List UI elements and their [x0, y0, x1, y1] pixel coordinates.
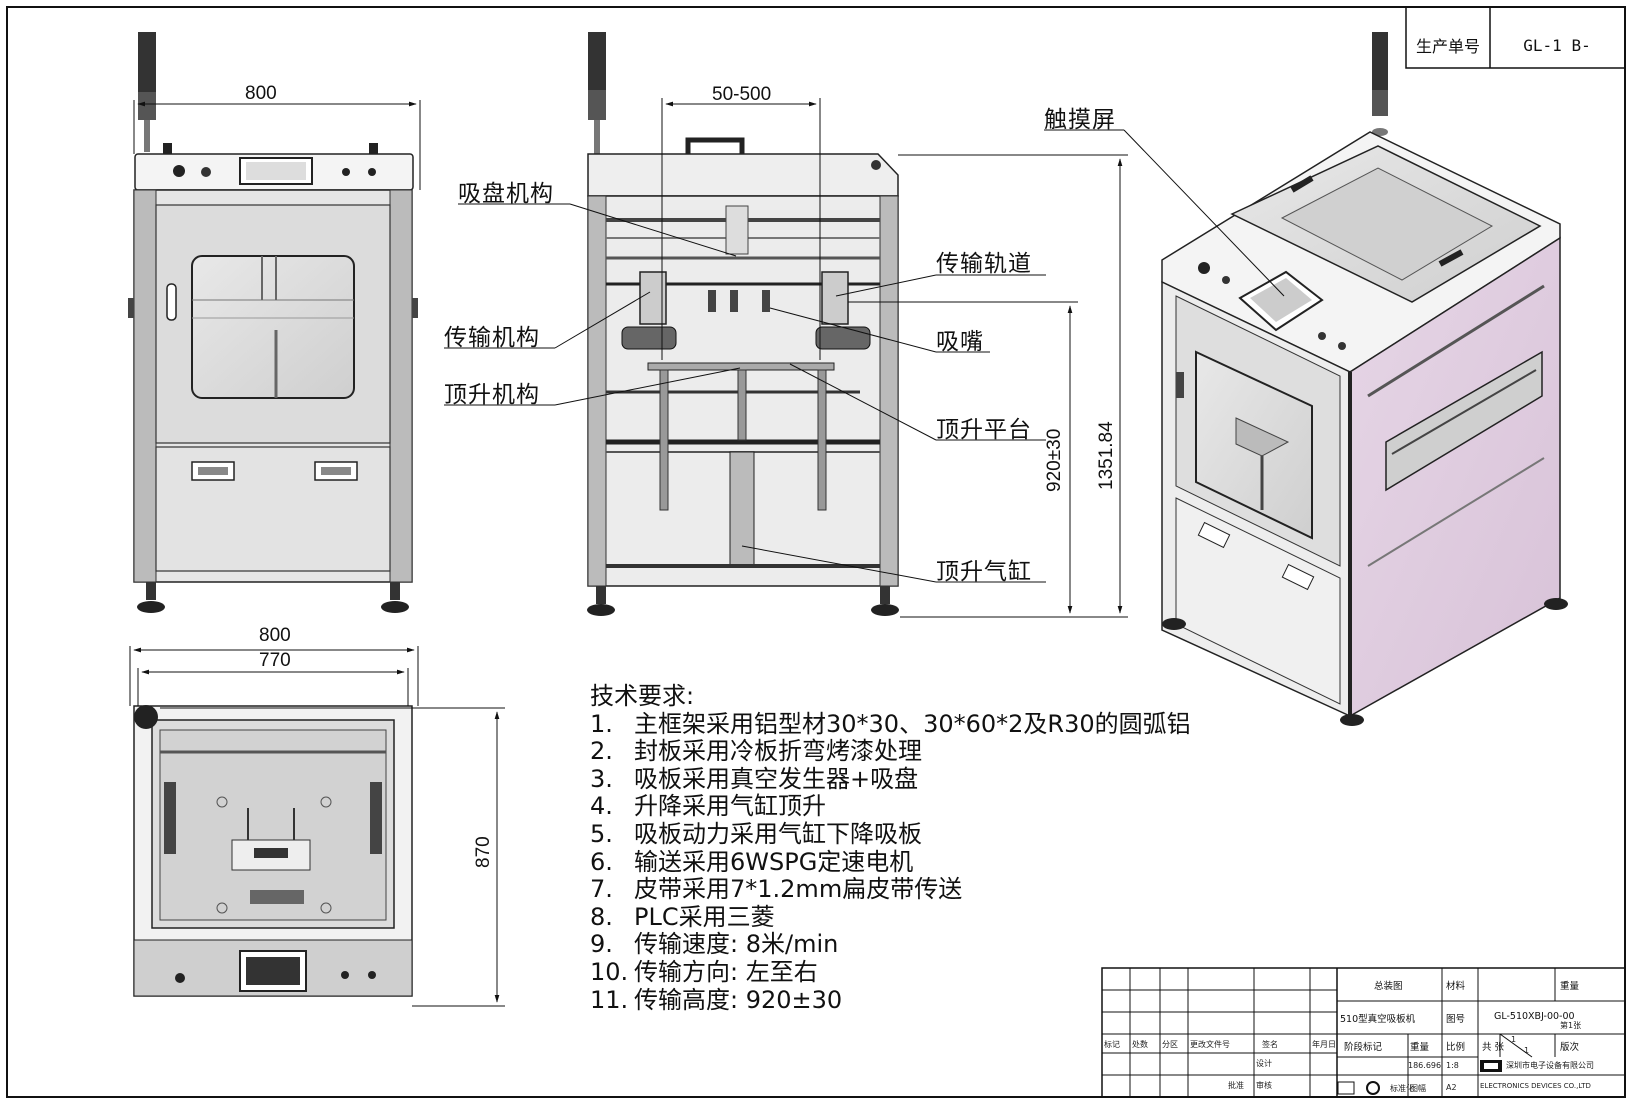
role-approve: 批准	[1228, 1081, 1244, 1090]
dim-top-depth: 870	[473, 836, 494, 868]
dim-top-outer: 800	[259, 625, 291, 646]
scale-label: 比例	[1446, 1042, 1466, 1053]
version-label: 版次	[1560, 1042, 1580, 1053]
note-item: 10.传输方向: 左至右	[590, 957, 818, 986]
dim-front-width: 800	[245, 83, 277, 104]
rev-header: 更改文件号	[1190, 1040, 1230, 1049]
material-label: 材料	[1446, 981, 1466, 992]
callout-lift-platform: 顶升平台	[936, 417, 1032, 443]
drawing-no: GL-510XBJ-00-00	[1494, 1011, 1575, 1022]
callout-touchscreen: 触摸屏	[1044, 107, 1116, 133]
dim-total-height: 1351.84	[1096, 421, 1117, 490]
note-item: 5.吸板动力采用气缸下降吸板	[590, 819, 922, 848]
note-item: 7.皮带采用7*1.2mm扁皮带传送	[590, 875, 963, 904]
note-item: 6.输送采用6WSPG定速电机	[590, 847, 914, 876]
drawing-name: 总装图	[1374, 981, 1403, 992]
product-name: 510型真空吸板机	[1340, 1014, 1416, 1025]
note-item: 4.升降采用气缸顶升	[590, 792, 826, 821]
rev-header: 标记	[1104, 1040, 1120, 1049]
sheet-size-label: 图幅	[1410, 1084, 1426, 1093]
role-design: 设计	[1256, 1059, 1272, 1068]
callout-lift-mechanism: 顶升机构	[444, 382, 540, 408]
note-item: 2.封板采用冷板折弯烤漆处理	[590, 737, 922, 766]
rev-header: 年月日	[1312, 1040, 1336, 1049]
company-en: ELECTRONICS DEVICES CO.,LTD	[1480, 1082, 1591, 1090]
drawing-no-label: 图号	[1446, 1014, 1466, 1025]
notes-heading: 技术要求:	[590, 682, 695, 710]
dim-side-span: 50-500	[712, 84, 772, 105]
scale-value: 1:8	[1446, 1061, 1459, 1070]
technical-requirements: 技术要求: 1.主框架采用铝型材30*30、30*60*2及R30的圆弧铝 2.…	[590, 682, 1191, 1014]
mass-label: 重量	[1410, 1042, 1430, 1053]
front-view	[128, 32, 421, 613]
production-number-label: 生产单号	[1415, 37, 1480, 56]
stage-label: 阶段标记	[1344, 1042, 1383, 1053]
sheet-count: 1	[1511, 1035, 1517, 1044]
rev-header: 签名	[1262, 1040, 1278, 1049]
rev-header: 分区	[1162, 1040, 1178, 1049]
dim-lift-height: 920±30	[1044, 428, 1065, 492]
sheet-size: A2	[1446, 1083, 1457, 1092]
callout-conveyor-rail: 传输轨道	[936, 251, 1032, 277]
note-item: 11.传输高度: 920±30	[590, 985, 843, 1014]
note-item: 8.PLC采用三菱	[590, 902, 775, 931]
production-number-box	[1405, 6, 1626, 69]
top-view	[129, 646, 505, 1007]
callout-nozzle: 吸嘴	[936, 329, 984, 355]
first-angle: 第1张	[1560, 1021, 1582, 1030]
reviewer-label: 标准化	[1390, 1084, 1414, 1093]
title-block-grid	[1101, 967, 1626, 1098]
weight-label: 重量	[1560, 981, 1580, 992]
note-item: 3.吸板采用真空发生器+吸盘	[590, 764, 919, 793]
role-review: 审核	[1256, 1081, 1272, 1090]
dim-top-inner: 770	[259, 650, 291, 671]
mass-value: 186.696	[1408, 1061, 1442, 1070]
note-item: 1.主框架采用铝型材30*30、30*60*2及R30的圆弧铝	[590, 709, 1191, 738]
company-cn: 深圳市电子设备有限公司	[1506, 1061, 1594, 1070]
total-label: 共 张	[1482, 1042, 1505, 1053]
side-view	[444, 32, 1128, 618]
isometric-view	[1044, 32, 1568, 726]
production-number-value: GL-1 B-	[1523, 35, 1591, 55]
sheet-border	[6, 6, 1626, 1098]
callout-transfer-mechanism: 传输机构	[444, 325, 540, 351]
callout-lift-cylinder: 顶升气缸	[936, 559, 1032, 585]
sheet-page: 1	[1524, 1046, 1530, 1055]
note-item: 9.传输速度: 8米/min	[590, 930, 839, 959]
rev-header: 处数	[1132, 1040, 1148, 1049]
callout-suction-mechanism: 吸盘机构	[458, 181, 554, 207]
